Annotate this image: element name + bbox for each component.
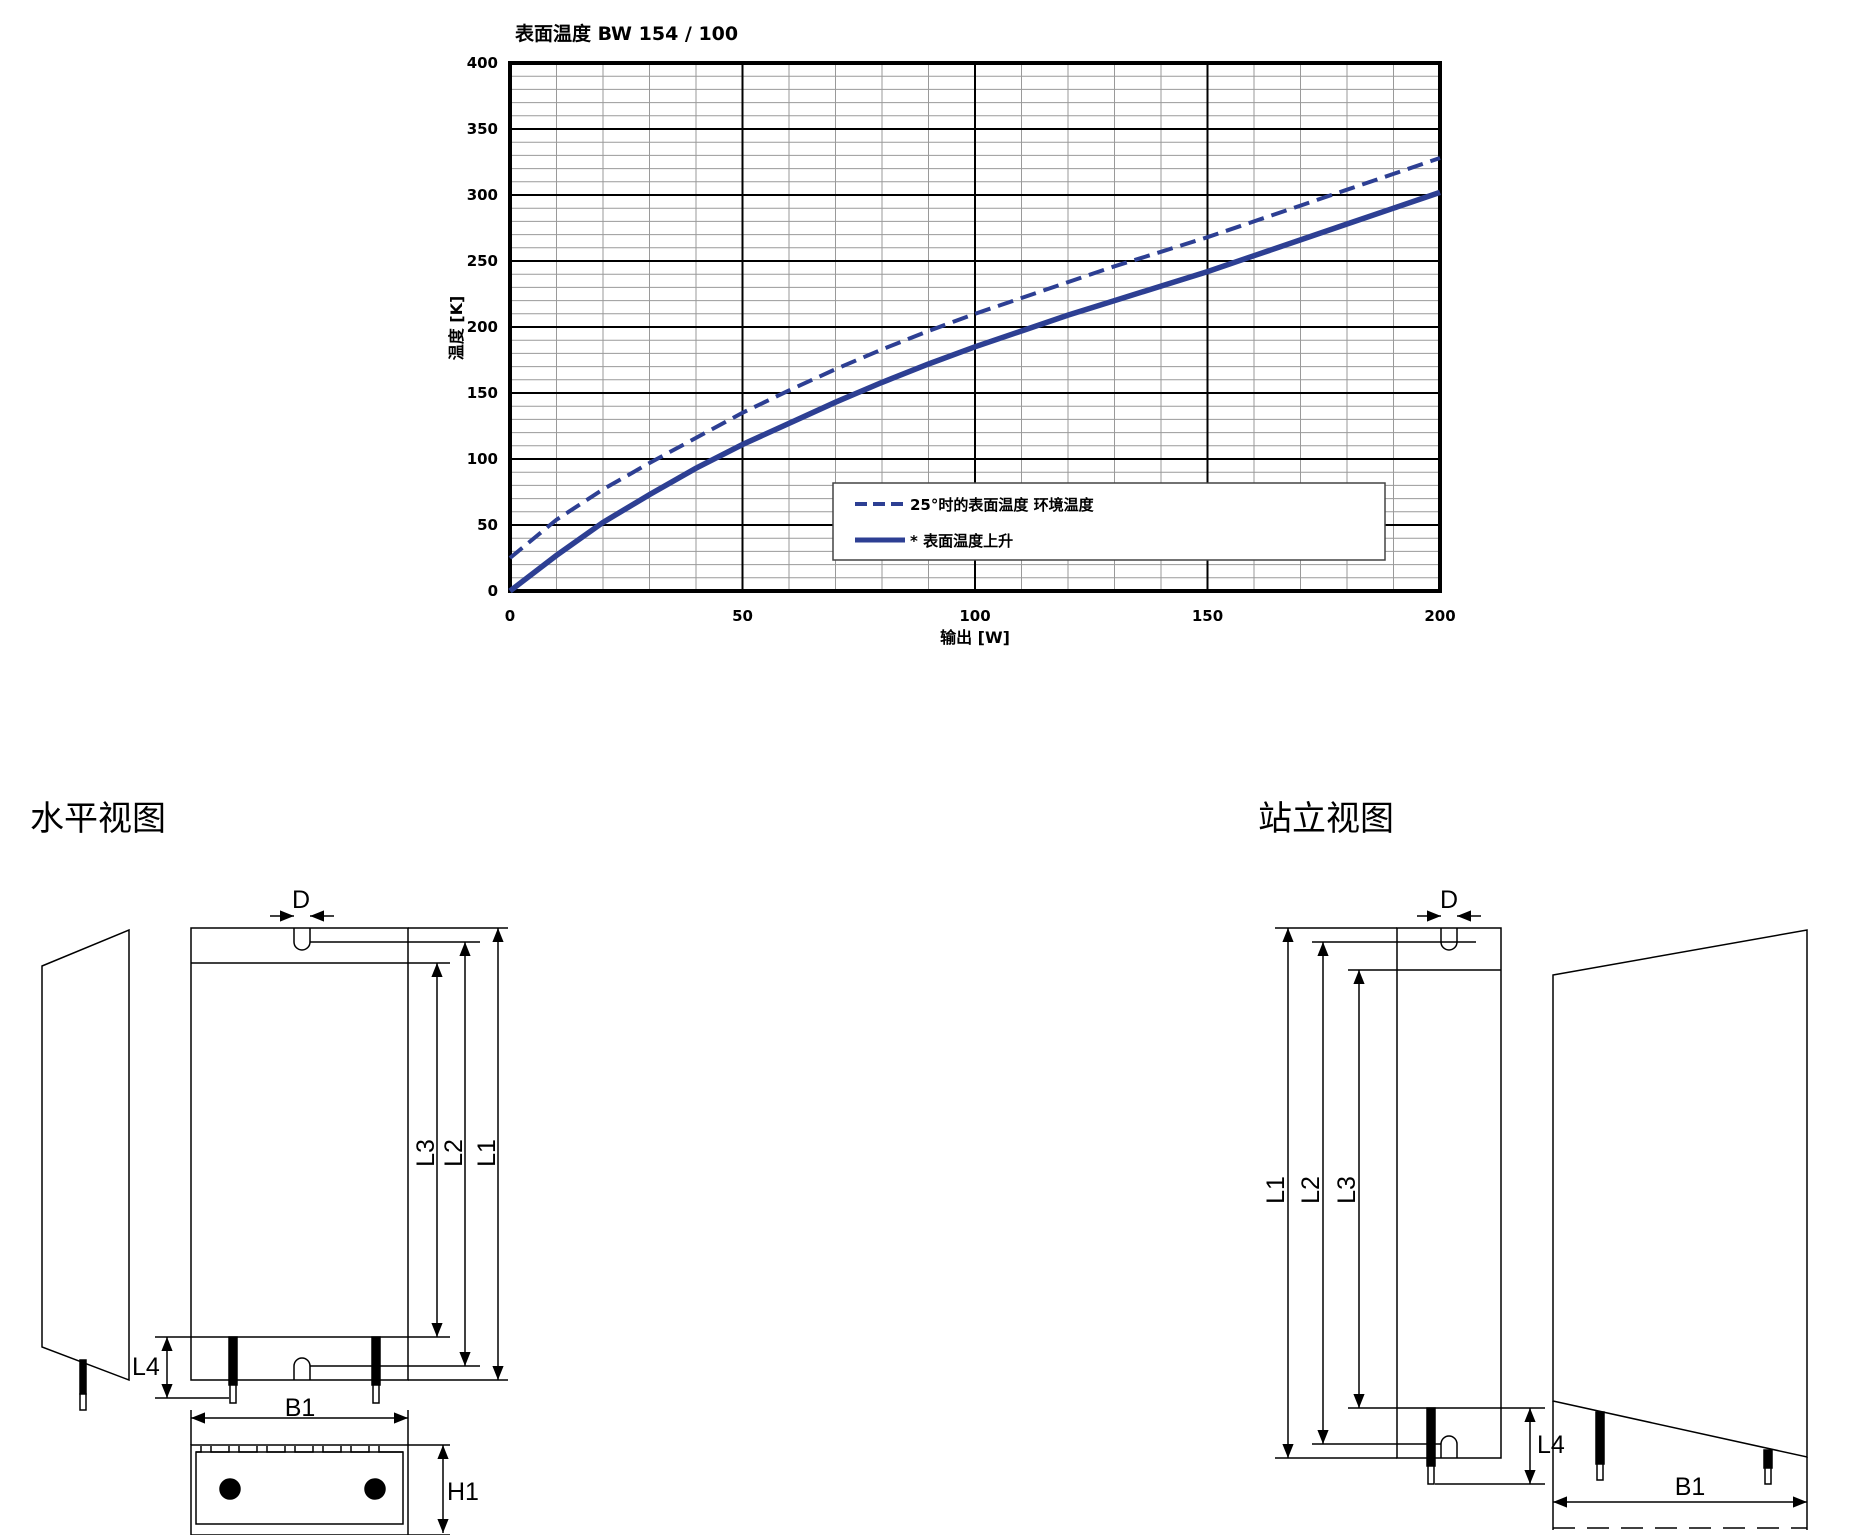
y-axis-label: 温度 [K] [447,296,466,362]
standing-side-panel [1552,929,1808,1458]
terminal-left [219,1478,241,1500]
side-wire [79,1359,87,1395]
wire-left [228,1336,238,1386]
x-axis-ticks: 0 50 100 150 200 [505,607,1456,625]
standing-side-wire-left [1595,1411,1605,1465]
end-profile-fins [196,1446,403,1453]
wire-right [371,1336,381,1386]
terminal-right [364,1478,386,1500]
chart-grid-major [510,63,1440,591]
standing-dim-b1-label: B1 [1675,1473,1706,1501]
series-line-ambient [508,156,1441,560]
x-tick-label: 100 [959,607,990,625]
standing-wire-tip [1427,1465,1435,1485]
horizontal-view: 水平视图 D L3 L2 L1 [30,799,508,1535]
y-tick-label: 100 [467,450,498,468]
dim-b1-label: B1 [285,1394,316,1422]
standing-dim-l1-label: L1 [1262,1176,1290,1204]
standing-body [1396,927,1502,1459]
legend-label-rise: * 表面温度上升 [910,532,1013,550]
side-panel [41,928,130,1382]
standing-wire [1426,1407,1436,1467]
dim-l1-label: L1 [473,1139,501,1167]
standing-view-title: 站立视图 [1258,799,1394,839]
chart-legend: 25°时的表面温度 环境温度 * 表面温度上升 [832,482,1386,561]
y-tick-label: 350 [467,120,498,138]
series-line-rise [508,189,1441,594]
dim-l3-label: L3 [412,1139,440,1167]
standing-dim-l3-label: L3 [1333,1176,1361,1204]
standing-side-wire-right [1763,1449,1773,1469]
standing-side-wire-left-tip [1596,1463,1604,1481]
wire-right-tip [372,1384,380,1404]
y-axis-ticks: 0 50 100 150 200 250 300 350 400 [467,54,498,600]
standing-dim-l2-label: L2 [1297,1176,1325,1204]
dim-h1-label: H1 [447,1478,479,1506]
wire-left-tip [229,1384,237,1404]
x-tick-label: 50 [732,607,753,625]
x-tick-label: 0 [505,607,515,625]
x-tick-label: 150 [1192,607,1223,625]
plot-frame [508,61,1442,593]
bottom-slot [293,1357,311,1380]
y-tick-label: 150 [467,384,498,402]
end-profile [190,1444,409,1535]
temperature-chart: 表面温度 BW 154 / 100 0 50 100 150 200 250 300 350 4… [447,22,1456,647]
y-tick-label: 400 [467,54,498,72]
y-tick-label: 0 [488,582,498,600]
horizontal-view-title: 水平视图 [30,799,166,839]
dim-l2-label: L2 [440,1139,468,1167]
y-tick-label: 50 [477,516,498,534]
legend-box [832,482,1386,561]
dim-l4-label: L4 [132,1353,160,1381]
dim-d-label: D [292,886,310,914]
standing-dim-d-label: D [1440,886,1458,914]
y-tick-label: 200 [467,318,498,336]
front-body [190,927,409,1381]
standing-top-slot [1440,928,1458,951]
x-axis-label: 输出 [W] [940,628,1010,647]
standing-side-wire-right-tip [1764,1467,1772,1485]
standing-view: 站立视图 D L1 L2 L3 L4 [1258,799,1808,1530]
standing-dim-l4-label: L4 [1537,1431,1565,1459]
end-profile-inner [195,1451,404,1525]
top-slot [293,928,311,951]
standing-bottom-slot [1440,1435,1458,1458]
y-tick-label: 300 [467,186,498,204]
y-tick-label: 250 [467,252,498,270]
legend-label-ambient: 25°时的表面温度 环境温度 [910,496,1095,514]
side-wire-tip [79,1393,87,1411]
x-tick-label: 200 [1424,607,1455,625]
chart-title: 表面温度 BW 154 / 100 [515,22,738,45]
